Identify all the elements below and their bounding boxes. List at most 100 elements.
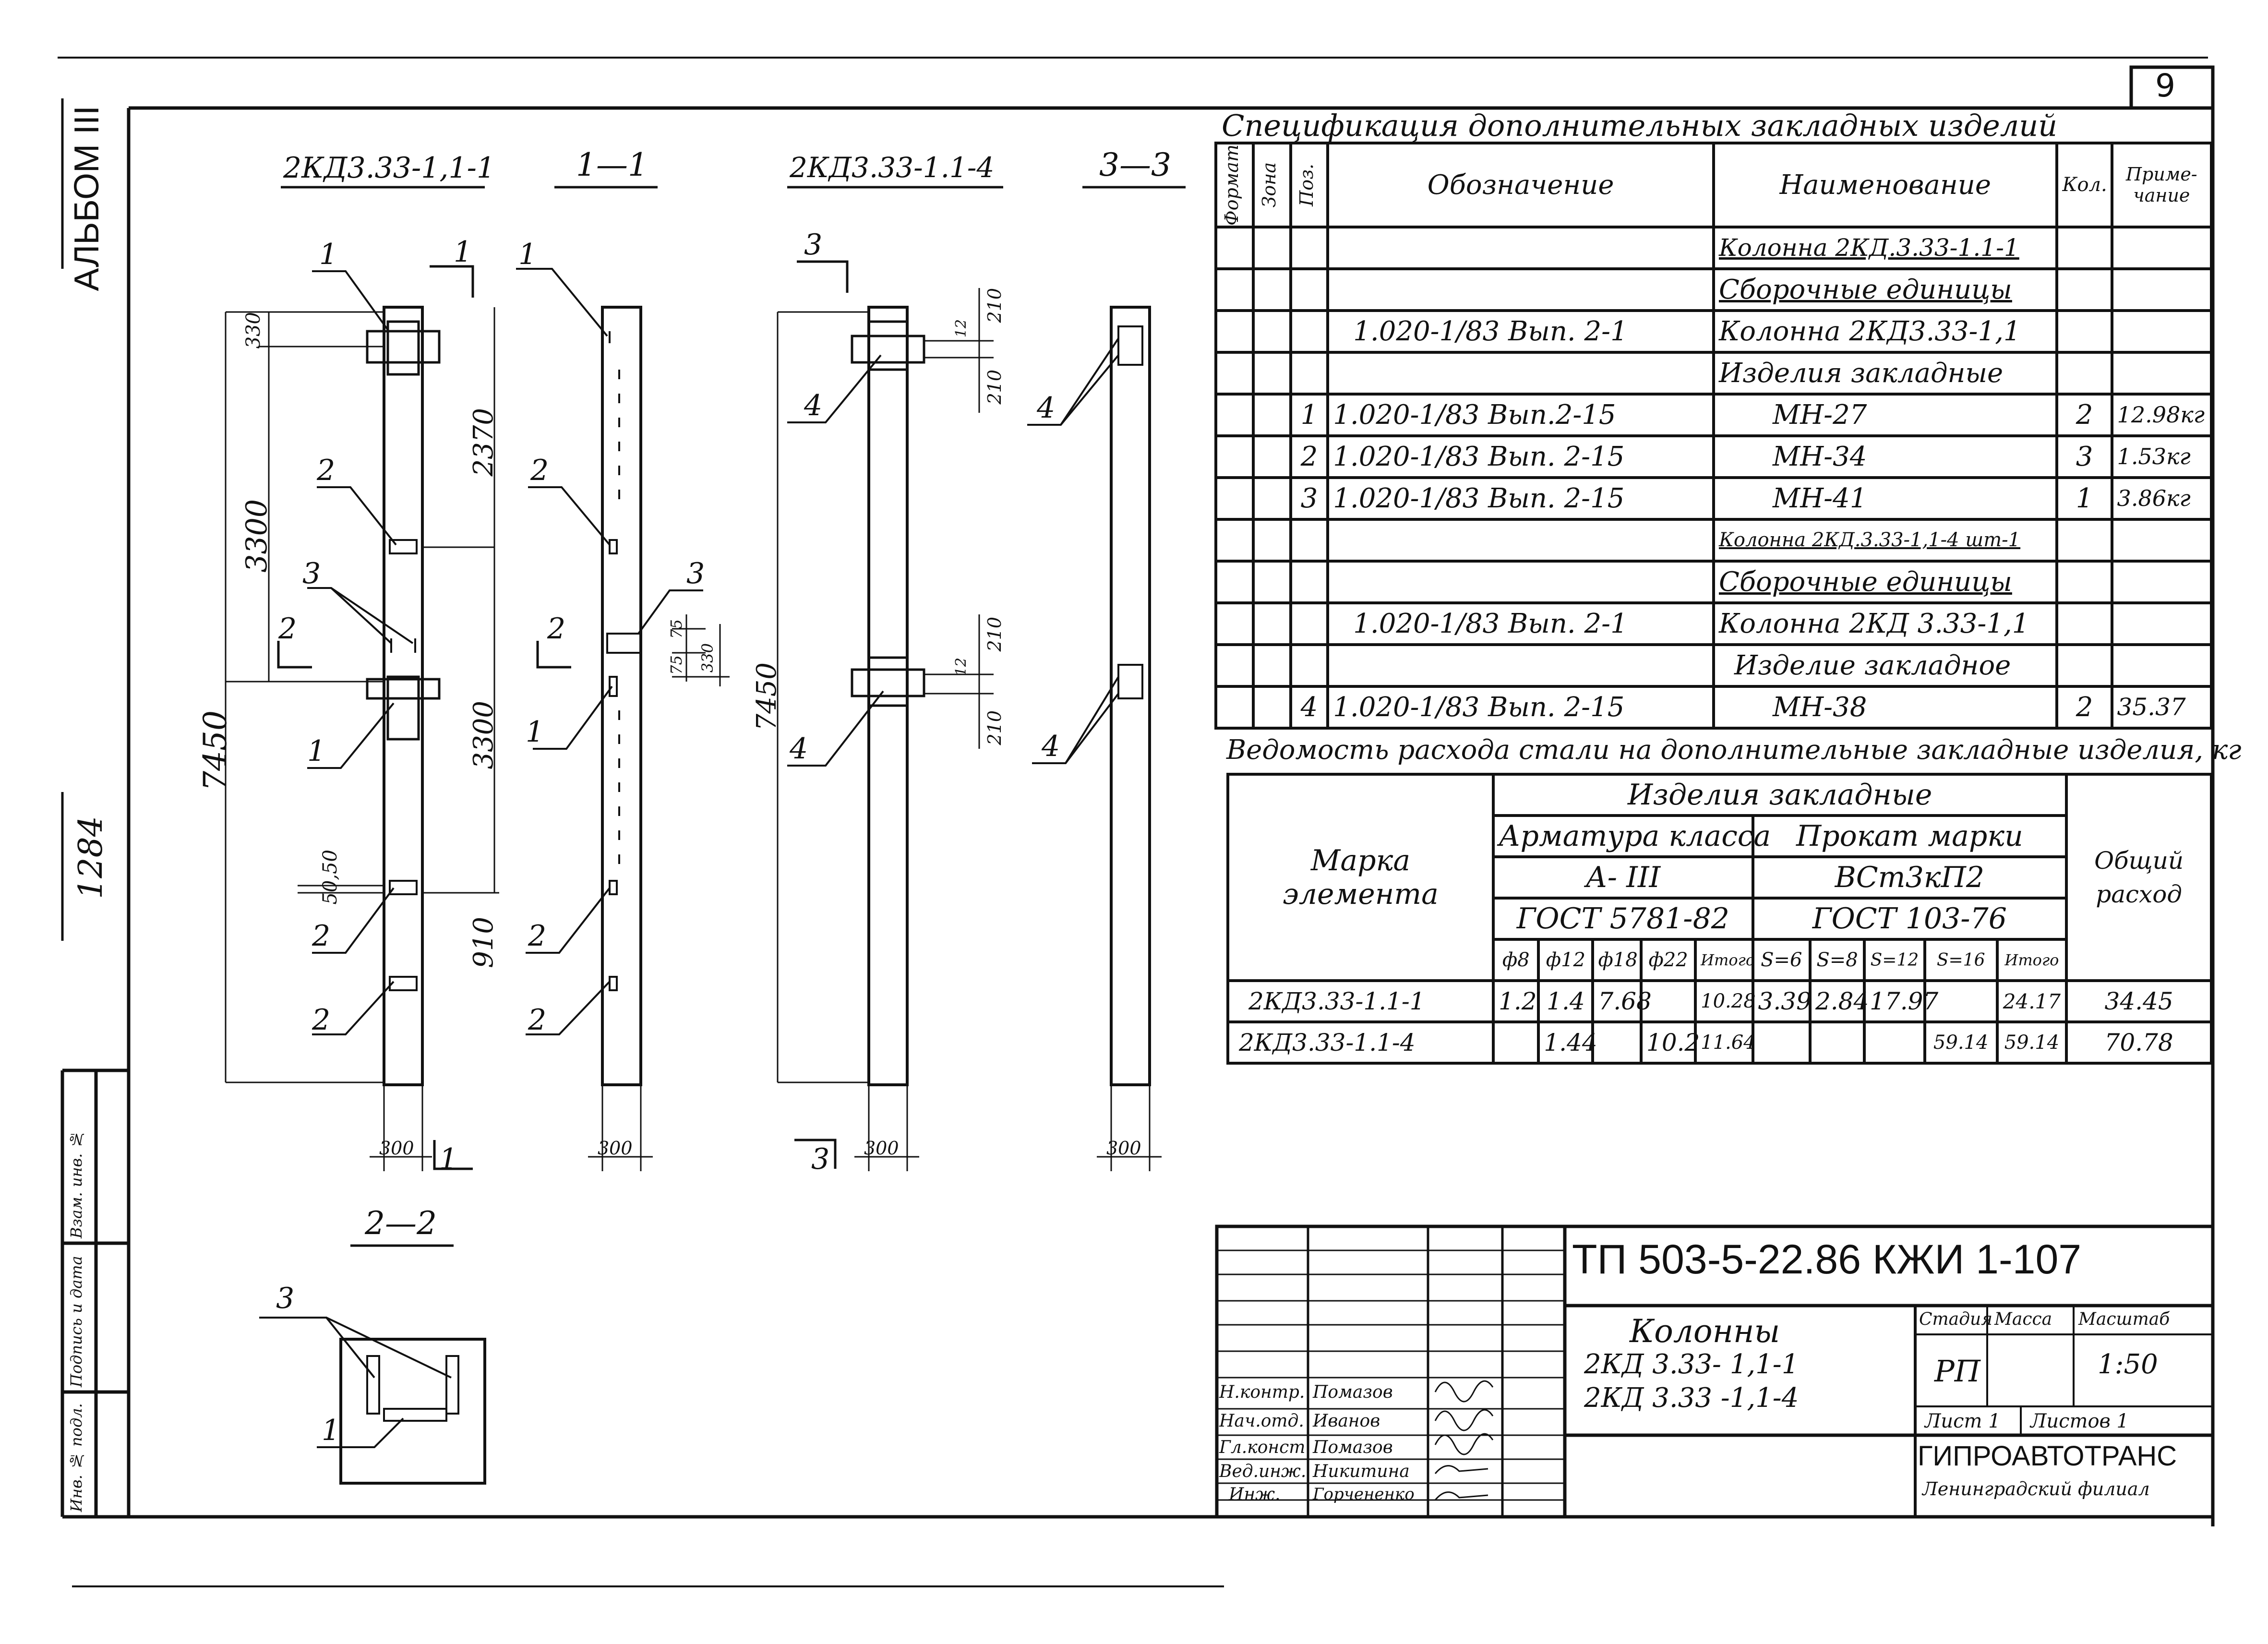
person-role: Вед.инж. <box>1219 1462 1307 1481</box>
side-stamp-inv: Инв. № подл. <box>67 1403 85 1512</box>
org-subdivision: Ленинградский филиал <box>1922 1478 2150 1500</box>
spec-h-designation: Обозначение <box>1326 142 1715 228</box>
steel-h-arm-gost: ГОСТ 5781-82 <box>1492 897 1754 941</box>
spec-h-note: Приме-чание <box>2110 142 2213 228</box>
mass-header: Масса <box>1994 1309 2052 1329</box>
sheets-count: Листов 1 <box>2030 1410 2129 1432</box>
callout-1-section: 1 <box>322 1414 340 1447</box>
steel-col: S=6 <box>1751 938 1812 982</box>
spec-table: Формат Зона Поз. Обозначение Наименовани… <box>1214 142 2213 730</box>
steel-col: Итого <box>1694 938 1755 982</box>
object-title: Колонны <box>1630 1313 1780 1350</box>
dim-210-d: 210 <box>984 710 1005 745</box>
dim-3300-b: 3300 <box>468 701 499 769</box>
dim-300-a: 300 <box>379 1138 414 1159</box>
callout-2-a: 2 <box>317 454 336 487</box>
cut-mark-2-left: 2 <box>278 612 297 646</box>
person-role: Гл.конст. <box>1219 1438 1311 1457</box>
dim-12-a: 12 <box>953 319 970 338</box>
callout-2-f: 2 <box>528 1003 547 1037</box>
view-title-2: 1—1 <box>576 146 648 183</box>
steel-col: S=12 <box>1863 938 1926 982</box>
person-name: Иванов <box>1313 1411 1380 1431</box>
steel-h-mark: Марка элемента <box>1226 773 1495 982</box>
steel-h-items: Изделия закладные <box>1492 773 2068 817</box>
person-name: Горчененко <box>1313 1485 1415 1504</box>
person-name: Помазов <box>1313 1382 1393 1402</box>
dim-2370: 2370 <box>468 408 499 477</box>
steel-h-arm: Арматура класса <box>1492 814 1771 858</box>
steel-col: S=16 <box>1923 938 1999 982</box>
callout-4-c: 4 <box>1037 391 1056 425</box>
dim-300-c: 300 <box>864 1138 899 1159</box>
dim-7450-a: 7450 <box>197 710 234 791</box>
dim-75-b: 75 <box>667 655 685 675</box>
callout-4-d: 4 <box>1042 730 1060 763</box>
person-name: Никитина <box>1313 1462 1410 1481</box>
dim-210-a: 210 <box>984 288 1005 323</box>
spec-title: Спецификация дополнительных закладных из… <box>1222 108 2058 143</box>
org-name: ГИПРОАВТОТРАНС <box>1918 1440 2177 1472</box>
dim-330-b: 330 <box>698 643 717 673</box>
spec-row: Сборочные единицы <box>1214 267 2213 312</box>
steel-col: ф8 <box>1492 938 1540 982</box>
spec-row: Колонна 2КД.3.33-1.1-1 <box>1214 225 2213 270</box>
callout-2-d: 2 <box>312 1003 331 1037</box>
callout-4-b: 4 <box>790 732 808 766</box>
spec-row: Изделие закладное <box>1214 643 2213 688</box>
document-code: ТП 503-5-22.86 КЖИ 1-107 <box>1572 1236 2082 1283</box>
view-title-3: 2КД3.33-1.1-4 <box>790 151 995 184</box>
person-role: Нач.отд. <box>1219 1411 1304 1431</box>
dim-75-a: 75 <box>667 619 685 639</box>
dim-300-d: 300 <box>1106 1138 1141 1159</box>
spec-row: Сборочные единицы <box>1214 559 2213 604</box>
callout-1-mid: 1 <box>307 734 326 768</box>
cut-mark-2-right: 2 <box>547 612 566 646</box>
steel-h-prokat-mark: ВСт3кП2 <box>1751 855 2068 900</box>
callout-3-a: 3 <box>302 557 321 590</box>
spec-row: Колонна 2КД.3.33-1,1-4 шт-1 <box>1214 517 2213 563</box>
dim-50-50: 50,50 <box>319 850 341 905</box>
callout-2-b: 2 <box>530 454 549 487</box>
section-title-2-2: 2—2 <box>365 1205 437 1242</box>
scale-header: Масштаб <box>2078 1309 2170 1329</box>
person-role: Инж. <box>1229 1485 1281 1504</box>
spec-h-format: Формат <box>1214 142 1255 228</box>
dim-300-b: 300 <box>598 1138 633 1159</box>
person-role: Н.контр. <box>1219 1382 1305 1402</box>
cut-mark-3-bottom: 3 <box>811 1142 830 1176</box>
spec-row: Изделия закладные <box>1214 350 2213 396</box>
dim-210-c: 210 <box>984 617 1005 652</box>
view-title-1: 2КД3.33-1,1-1 <box>283 151 495 185</box>
cut-mark-3-top: 3 <box>804 228 823 262</box>
steel-col: ф12 <box>1537 938 1595 982</box>
side-stamp-sign: Подпись и дата <box>67 1256 85 1387</box>
steel-h-total: Общий расход <box>2065 773 2213 982</box>
callout-1-section: 1 <box>518 238 537 271</box>
callout-1-mid-2: 1 <box>526 715 544 749</box>
side-stamp-replace: Взам. инв. № <box>67 1130 85 1238</box>
person-name: Помазов <box>1313 1438 1393 1457</box>
view-title-4: 3—3 <box>1099 146 1171 183</box>
callout-1-cut: 1 <box>454 235 472 269</box>
steel-title: Ведомость расхода стали на дополнительны… <box>1226 734 2242 766</box>
callout-2-e: 2 <box>528 919 547 953</box>
steel-h-prokat: Прокат марки <box>1751 814 2068 858</box>
steel-col: Итого <box>1995 938 2068 982</box>
callout-1-top: 1 <box>319 238 338 271</box>
steel-col: ф22 <box>1640 938 1697 982</box>
spec-h-pos: Поз. <box>1289 142 1330 228</box>
album-label: АЛЬБОМ III <box>68 106 106 291</box>
steel-h-arm-class: А- III <box>1492 855 1754 900</box>
steel-table: Марка элемента Изделия закладные Общий р… <box>1226 773 2213 1065</box>
callout-2-c: 2 <box>312 919 331 953</box>
spec-h-qty: Кол. <box>2055 142 2113 228</box>
page-number: 9 <box>2155 67 2175 104</box>
